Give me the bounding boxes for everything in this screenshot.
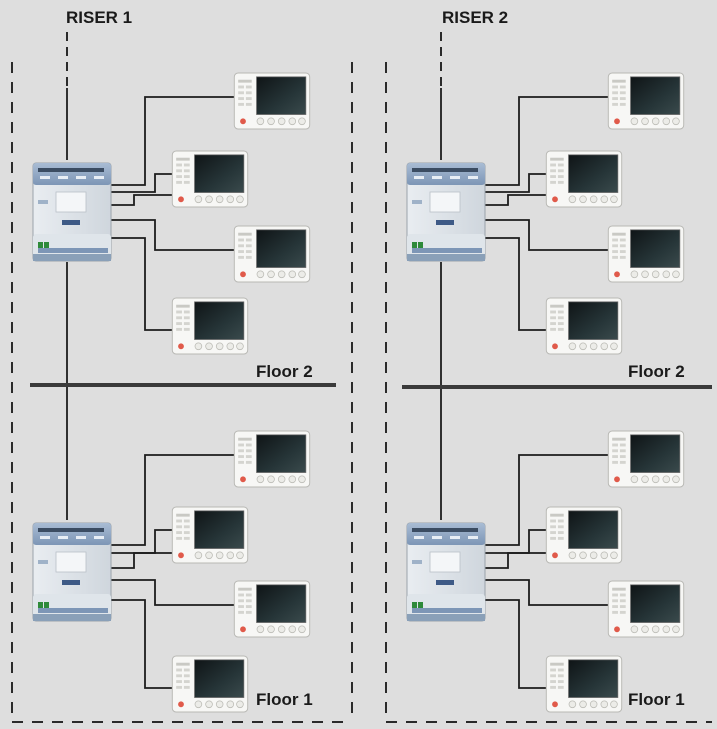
- riser-1-floor-1-monitor-4: [171, 655, 249, 713]
- riser-1-floor-2-controller: [32, 162, 112, 262]
- riser-1-group: RISER 1: [11, 8, 353, 723]
- riser-1-floor-2-monitor-4: [171, 297, 249, 355]
- riser-1-floor-1-label: Floor 1: [256, 690, 313, 709]
- riser-1-floor-2-label: Floor 2: [256, 362, 313, 381]
- riser-2-floor-1-monitor-1: [607, 430, 685, 488]
- riser-1-label: RISER 1: [66, 8, 132, 27]
- riser-1-floor-1-wiring: [110, 454, 234, 689]
- riser-2-floor-2-wiring: [484, 96, 608, 331]
- riser-1-floor-1-monitor-3: [233, 580, 311, 638]
- riser-1-floor-2-monitor-1: [233, 72, 311, 130]
- riser-1-floor-1-controller: [32, 522, 112, 622]
- riser-2-floor-1-wiring: [484, 454, 608, 689]
- riser-2-floor-2-monitor-4: [545, 297, 623, 355]
- riser-2-floor-2-monitor-2: [545, 150, 623, 208]
- riser-2-floor-1-monitor-3: [607, 580, 685, 638]
- riser-2-floor-2-monitor-1: [607, 72, 685, 130]
- riser-2-floor-2-controller: [406, 162, 486, 262]
- riser-2-floor-1-controller: [406, 522, 486, 622]
- riser-2-group: RISER 2: [385, 8, 712, 723]
- riser-2-floor-2-monitor-3: [607, 225, 685, 283]
- riser-1-floor-2-wiring: [110, 96, 234, 331]
- riser-2-label: RISER 2: [442, 8, 508, 27]
- riser-2-floor-1-monitor-2: [545, 506, 623, 564]
- riser-2-floor-1-label: Floor 1: [628, 690, 685, 709]
- riser-1-floor-1-monitor-2: [171, 506, 249, 564]
- riser-2-floor-1-monitor-4: [545, 655, 623, 713]
- riser-1-floor-2-monitor-3: [233, 225, 311, 283]
- riser-1-floor-1-monitor-1: [233, 430, 311, 488]
- riser-1-floor-2-monitor-2: [171, 150, 249, 208]
- riser-2-floor-2-label: Floor 2: [628, 362, 685, 381]
